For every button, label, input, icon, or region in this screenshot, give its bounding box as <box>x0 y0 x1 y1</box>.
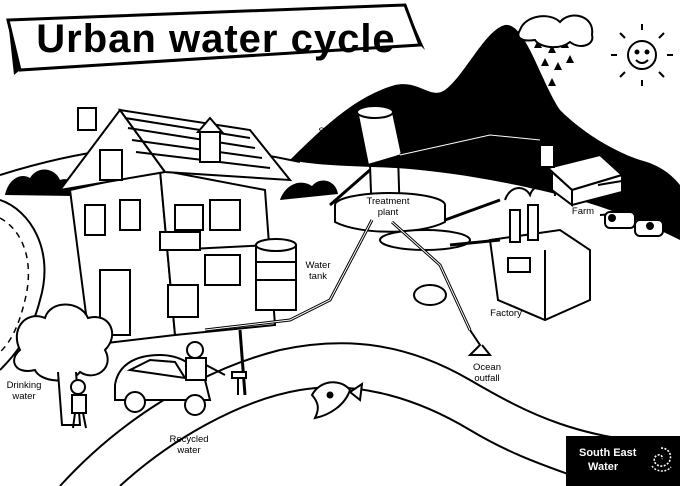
label-drinking-water: Drinking water <box>6 380 42 402</box>
label-recycled-water: Recycled water <box>169 434 209 456</box>
label-farm: Farm <box>571 206 595 217</box>
child-figure <box>70 379 87 429</box>
cows <box>604 211 664 237</box>
logo-line-2: Water <box>588 461 619 473</box>
label-ocean-outfall: Ocean outfall <box>473 362 501 384</box>
sun-icon <box>611 24 673 86</box>
label-factory: Factory <box>490 308 522 319</box>
house <box>57 107 293 347</box>
car <box>114 353 212 416</box>
logo-swirl-icon <box>651 447 672 472</box>
label-water-tank: Water tank <box>305 260 331 282</box>
frog <box>413 284 447 306</box>
river <box>119 386 601 486</box>
label-storage-tank: Storage tank <box>318 126 352 148</box>
rain-cloud-icon <box>517 14 594 86</box>
ocean-outfall-pipe <box>467 329 493 356</box>
treatment-plant <box>334 192 471 251</box>
fish-icon <box>310 381 364 420</box>
diagram-title: Urban water cycle <box>36 16 396 61</box>
bush-right <box>280 180 338 200</box>
label-reservoir: Reservoir <box>419 114 461 125</box>
label-treatment-plant: Treatment plant <box>366 196 410 218</box>
garden-tap <box>231 371 247 395</box>
road-left <box>0 199 46 371</box>
south-east-water-logo: South East Water <box>566 436 680 486</box>
farm-house <box>539 144 671 216</box>
logo-line-1: South East <box>579 447 637 459</box>
factory <box>488 183 591 322</box>
bush-left <box>5 169 76 196</box>
man-figure <box>185 341 226 381</box>
water-tank <box>255 238 297 311</box>
tree <box>13 303 114 426</box>
title-banner <box>6 3 425 75</box>
